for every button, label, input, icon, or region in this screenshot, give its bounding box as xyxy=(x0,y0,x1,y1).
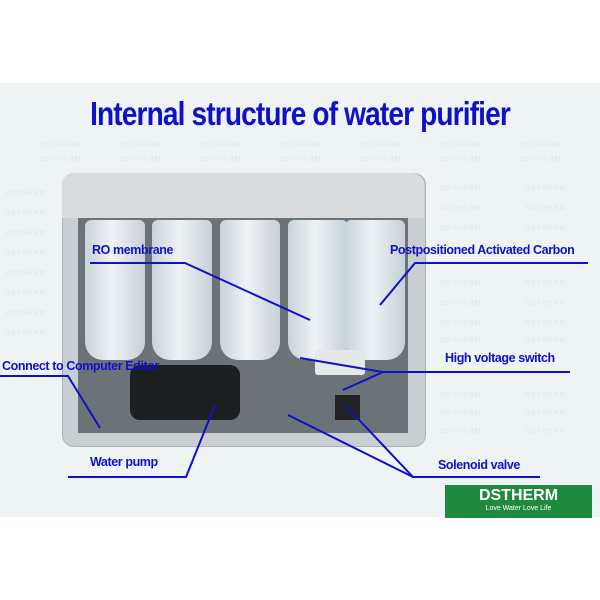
page-title: Internal structure of water purifier xyxy=(90,95,511,132)
watermark-text: DSTHERM xyxy=(440,337,482,344)
watermark-text: DSTHERM xyxy=(525,300,567,307)
filter-cartridge xyxy=(220,220,280,360)
watermark-text: DSTHERM xyxy=(5,330,47,337)
filter-cartridge xyxy=(85,220,145,360)
watermark-text: DSTHERM xyxy=(200,142,242,149)
watermark-text: DSTHERM xyxy=(440,225,482,232)
filter-cartridge xyxy=(152,220,212,360)
watermark-text: DSTHERM xyxy=(525,225,567,232)
brand-name: DSTHERM xyxy=(478,487,559,504)
watermark-text: DSTHERM xyxy=(5,310,47,317)
computer-editor-leader xyxy=(0,375,101,429)
watermark-text: DSTHERM xyxy=(200,156,242,163)
label-solenoid-valve: Solenoid valve xyxy=(438,458,520,472)
watermark-text: DSTHERM xyxy=(440,320,482,327)
watermark-text: DSTHERM xyxy=(440,392,482,399)
watermark-text: DSTHERM xyxy=(440,185,482,192)
watermark-text: DSTHERM xyxy=(280,156,322,163)
watermark-text: DSTHERM xyxy=(120,156,162,163)
watermark-text: DSTHERM xyxy=(120,142,162,149)
watermark-text: DSTHERM xyxy=(525,185,567,192)
watermark-text: DSTHERM xyxy=(40,142,82,149)
watermark-text: DSTHERM xyxy=(525,205,567,212)
label-high-voltage-switch: High voltage switch xyxy=(445,351,555,365)
watermark-text: DSTHERM xyxy=(440,205,482,212)
filter-cartridge xyxy=(345,220,405,360)
label-water-pump: Water pump xyxy=(90,455,158,469)
watermark-text: DSTHERM xyxy=(525,337,567,344)
brand-slogan: Love Water Love Life xyxy=(485,505,552,512)
watermark-text: DSTHERM xyxy=(440,410,482,417)
watermark-text: DSTHERM xyxy=(440,142,482,149)
label-activated-carbon: Postpositioned Activated Carbon xyxy=(390,243,575,257)
watermark-text: DSTHERM xyxy=(40,156,82,163)
solenoid-leader-2 xyxy=(344,404,414,478)
carbon-leader xyxy=(379,262,588,306)
watermark-text: DSTHERM xyxy=(440,280,482,287)
label-ro-membrane: RO membrane xyxy=(92,243,174,257)
watermark-text: DSTHERM xyxy=(525,280,567,287)
watermark-text: DSTHERM xyxy=(5,230,47,237)
water-pump xyxy=(130,365,240,420)
watermark-text: DSTHERM xyxy=(525,410,567,417)
label-computer-editor: Connect to Computer Editor xyxy=(2,359,159,373)
watermark-text: DSTHERM xyxy=(440,156,482,163)
watermark-text: DSTHERM xyxy=(525,392,567,399)
watermark-text: DSTHERM xyxy=(5,190,47,197)
watermark-text: DSTHERM xyxy=(440,300,482,307)
watermark-text: DSTHERM xyxy=(520,156,562,163)
housing-lid xyxy=(62,173,424,218)
ro-membrane-leader xyxy=(90,262,311,321)
water-pump-leader xyxy=(68,404,216,478)
watermark-text: DSTHERM xyxy=(525,320,567,327)
watermark-text: DSTHERM xyxy=(440,428,482,435)
brand-logo: DSTHERM Love Water Love Life xyxy=(445,485,592,518)
watermark-text: DSTHERM xyxy=(525,428,567,435)
watermark-text: DSTHERM xyxy=(360,142,402,149)
high-voltage-leader-2 xyxy=(342,371,384,391)
watermark-text: DSTHERM xyxy=(5,270,47,277)
watermark-text: DSTHERM xyxy=(5,250,47,257)
watermark-text: DSTHERM xyxy=(5,290,47,297)
watermark-text: DSTHERM xyxy=(5,210,47,217)
watermark-text: DSTHERM xyxy=(280,142,322,149)
watermark-text: DSTHERM xyxy=(520,142,562,149)
filter-cartridge xyxy=(288,220,348,360)
watermark-text: DSTHERM xyxy=(360,156,402,163)
